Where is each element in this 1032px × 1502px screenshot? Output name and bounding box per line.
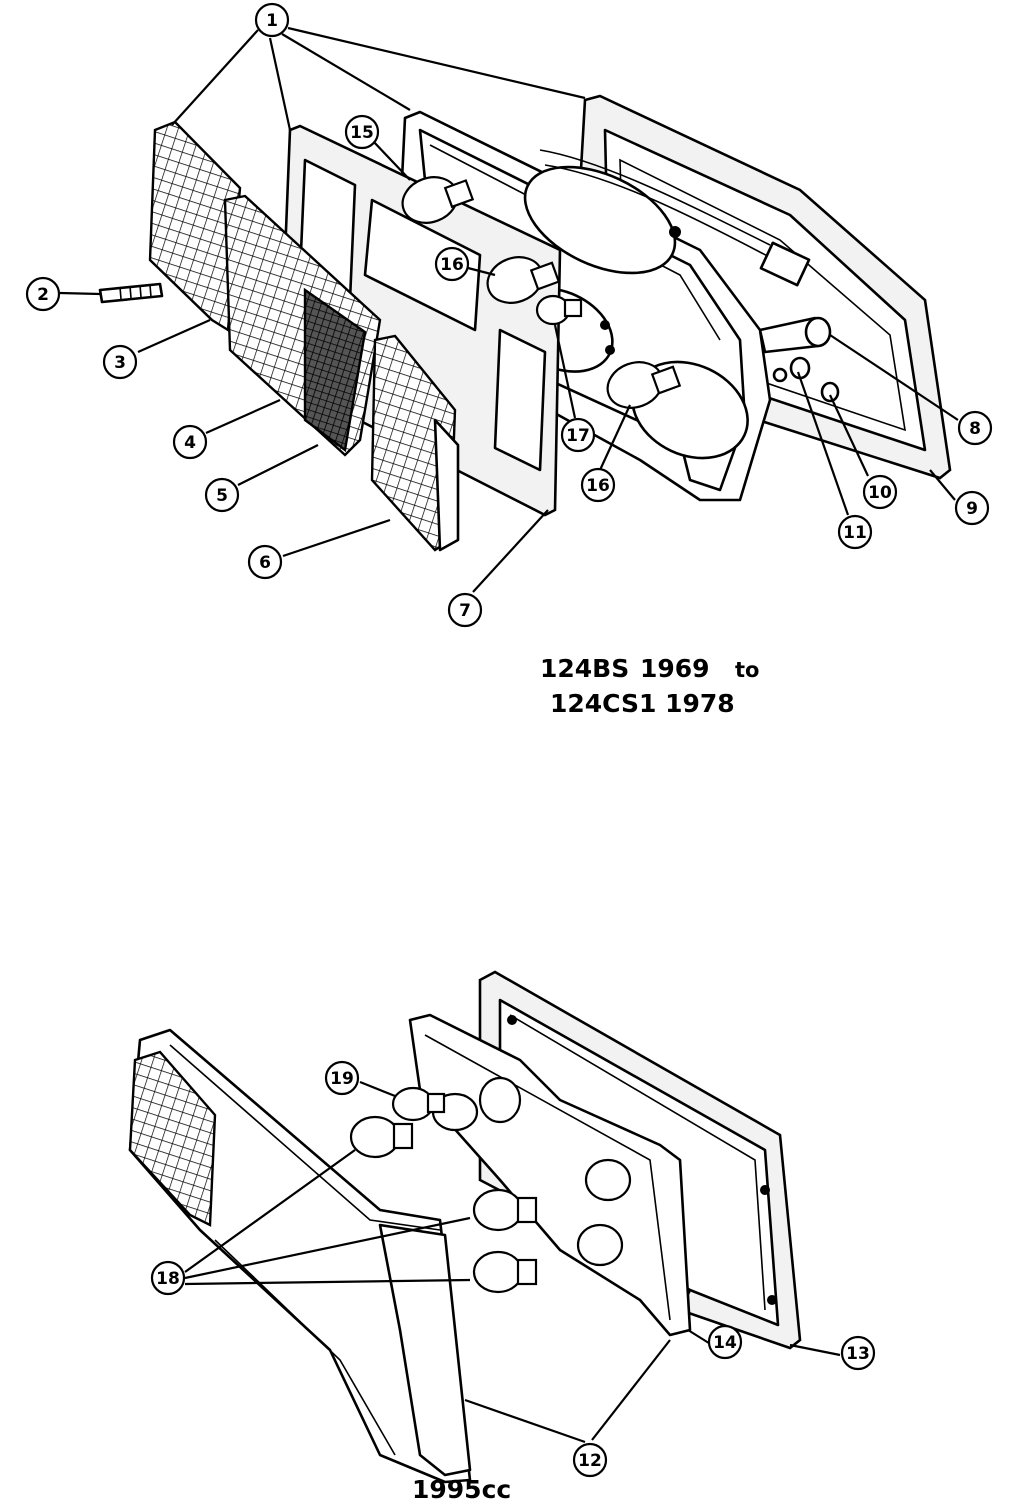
- bulb-19: [391, 1086, 446, 1122]
- callout-12: 12: [572, 1442, 608, 1478]
- svg-text:17: 17: [566, 426, 590, 446]
- leader-16b: [599, 404, 631, 471]
- lamp-lens-housing: [128, 1028, 472, 1484]
- leader-17: [553, 324, 577, 419]
- callout-19: 19: [324, 1060, 360, 1096]
- callout-13: 13: [840, 1335, 876, 1371]
- svg-text:19: 19: [330, 1069, 354, 1089]
- leader-12a: [464, 1398, 586, 1444]
- top-caption-year: 1969: [640, 654, 710, 683]
- top-caption-to: to: [735, 658, 759, 682]
- bulb-17: [535, 294, 583, 326]
- callout-16-lower: 16: [580, 467, 616, 503]
- leader-18b: [184, 1216, 471, 1280]
- leader-1a: [171, 29, 259, 126]
- leader-6: [282, 518, 391, 558]
- leader-10: [829, 394, 869, 477]
- callout-4: 4: [172, 424, 208, 460]
- leader-2: [59, 291, 101, 296]
- leader-5: [237, 444, 319, 486]
- lens-center: [223, 194, 382, 457]
- svg-text:3: 3: [114, 353, 126, 373]
- leader-13: [789, 1343, 841, 1357]
- svg-text:16: 16: [586, 476, 610, 496]
- svg-text:11: 11: [843, 523, 867, 543]
- callout-18: 18: [150, 1260, 186, 1296]
- leader-3: [137, 318, 211, 354]
- leader-18c: [184, 1278, 471, 1286]
- svg-text:2: 2: [37, 285, 49, 305]
- callout-6: 6: [247, 544, 283, 580]
- callout-5: 5: [204, 477, 240, 513]
- svg-text:12: 12: [578, 1451, 602, 1471]
- callout-15: 15: [344, 114, 380, 150]
- leader-12b: [591, 1339, 671, 1441]
- svg-text:7: 7: [459, 601, 471, 621]
- bulb-18-b: [472, 1188, 538, 1232]
- bottom-assembly: 12 13 14 18 19 1995cc: [128, 970, 876, 1502]
- svg-text:8: 8: [969, 419, 981, 439]
- bulb-16-lower: [606, 361, 682, 409]
- callout-8: 8: [957, 410, 993, 446]
- lens-right: [370, 334, 460, 552]
- svg-text:4: 4: [184, 433, 196, 453]
- svg-text:1: 1: [266, 11, 278, 31]
- callout-2: 2: [25, 276, 61, 312]
- callout-11: 11: [837, 514, 873, 550]
- top-caption: 124BS 1969 to 124CS1 1978: [540, 654, 759, 718]
- callout-3: 3: [102, 344, 138, 380]
- leader-9: [929, 469, 956, 501]
- callout-17: 17: [560, 417, 596, 453]
- svg-text:14: 14: [713, 1333, 737, 1353]
- bulb-18-a: [349, 1115, 414, 1159]
- leader-8: [829, 334, 959, 421]
- callout-10: 10: [862, 474, 898, 510]
- svg-text:15: 15: [350, 123, 374, 143]
- leader-16a: [467, 266, 496, 277]
- svg-text:16: 16: [440, 255, 464, 275]
- leader-1d: [287, 26, 586, 100]
- leader-11: [796, 371, 850, 516]
- callout-14: 14: [707, 1324, 743, 1360]
- leader-7: [472, 509, 549, 593]
- socket-lower: [576, 1223, 624, 1267]
- svg-text:6: 6: [259, 553, 271, 573]
- svg-text:10: 10: [868, 483, 892, 503]
- bulb-15: [401, 176, 475, 224]
- callout-1: 1: [254, 2, 290, 38]
- callout-16-upper: 16: [434, 246, 470, 282]
- screw: [98, 282, 164, 304]
- top-caption-model: 124BS: [540, 654, 629, 683]
- leader-19: [359, 1080, 396, 1098]
- leader-1c: [281, 33, 411, 111]
- svg-text:13: 13: [846, 1344, 870, 1364]
- top-assembly: 1 2 3 4 5 6 7 8: [25, 2, 993, 718]
- leader-4: [205, 398, 281, 435]
- socket-middle: [584, 1158, 632, 1202]
- stud-and-nuts: [758, 316, 840, 403]
- leader-1b: [268, 37, 292, 131]
- top-caption-line2: 124CS1 1978: [550, 689, 735, 718]
- callout-9: 9: [954, 490, 990, 526]
- svg-text:5: 5: [216, 486, 228, 506]
- bottom-caption: 1995cc: [412, 1475, 511, 1502]
- leader-15: [371, 139, 411, 181]
- svg-text:18: 18: [156, 1269, 180, 1289]
- callout-7: 7: [447, 592, 483, 628]
- leader-18a: [184, 1149, 356, 1273]
- svg-text:9: 9: [966, 499, 978, 519]
- bulb-18-c: [472, 1250, 538, 1294]
- bulb-16-upper: [486, 256, 561, 304]
- front-gasket: [278, 124, 562, 517]
